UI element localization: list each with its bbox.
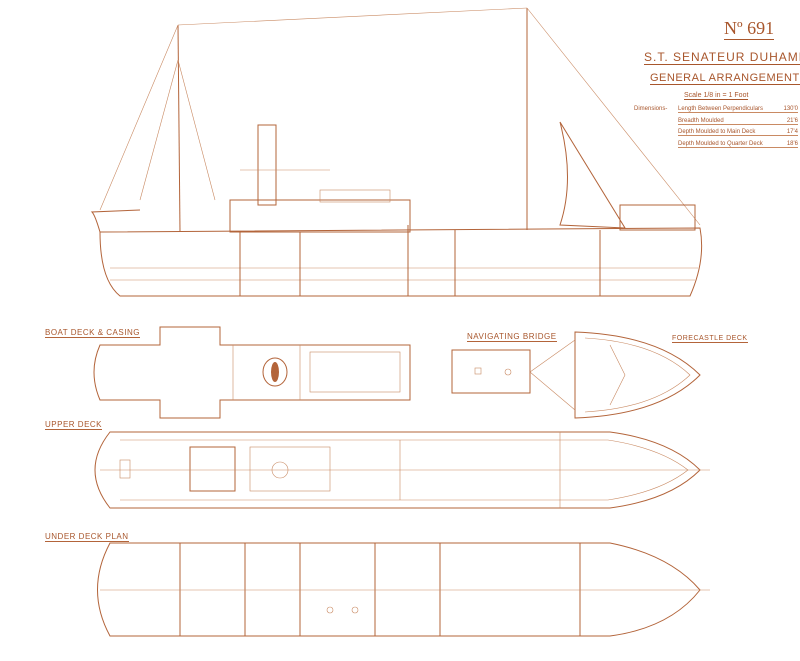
dimensions-label: Dimensions- (634, 106, 668, 112)
ship-name: S.T. SENATEUR DUHAMEL (644, 50, 800, 65)
scale: Scale 1/8 in = 1 Foot (684, 92, 749, 100)
forecastle-deck-plan (529, 331, 701, 419)
dimension-value: 130'0 (783, 106, 799, 112)
dimension-value: 21'6 (786, 118, 798, 124)
dimension-row: Depth Moulded to Main Deck 17'4 (678, 129, 798, 136)
dimension-row: Length Between Perpendiculars 130'0 (678, 106, 798, 113)
drawing-title: GENERAL ARRANGEMENT (650, 72, 800, 85)
upper-deck-plan (94, 431, 710, 509)
hull-profile (99, 227, 703, 297)
funnel (257, 124, 277, 206)
under-deck-plan (97, 542, 710, 637)
dimension-value: 18'6 (786, 141, 798, 147)
dimension-label: Depth Moulded to Quarter Deck (678, 141, 763, 147)
label-navigating-bridge: Navigating Bridge (467, 332, 557, 342)
main-mast (177, 24, 181, 233)
forecastle (619, 204, 696, 231)
label-forecastle-deck: Forecastle Deck (672, 335, 748, 343)
label-upper-deck: Upper Deck (45, 420, 103, 430)
boat-deck-plan (93, 326, 411, 419)
dimension-label: Length Between Perpendiculars (678, 106, 764, 112)
drawing-number: Nº 691 (724, 18, 775, 40)
profile-view (90, 7, 703, 297)
sail (559, 121, 626, 229)
navigating-bridge-plan (451, 349, 531, 394)
label-boat-deck: Boat Deck & Casing (45, 328, 140, 338)
dimension-label: Depth Moulded to Main Deck (678, 129, 756, 135)
deckhouse (229, 199, 411, 233)
dimension-value: 17'4 (786, 129, 798, 135)
dimension-row: Depth Moulded to Quarter Deck 18'6 (678, 141, 798, 148)
label-under-deck: Under Deck Plan (45, 532, 129, 542)
dimension-row: Breadth Moulded 21'6 (678, 118, 798, 125)
dimension-label: Breadth Moulded (678, 118, 724, 124)
